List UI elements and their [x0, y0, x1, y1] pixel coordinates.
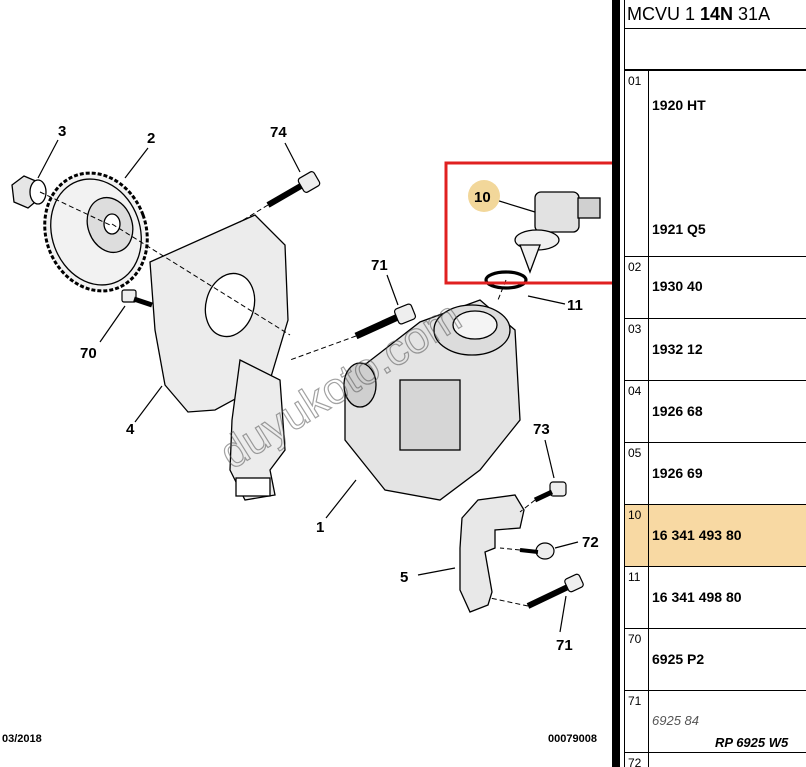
part-ref: 16 341 493 80: [652, 527, 742, 543]
table-row[interactable]: 04 1926 68: [625, 381, 806, 443]
callout-70[interactable]: 70: [80, 345, 97, 362]
highlight-box: [444, 161, 612, 285]
part-ref: 1921 Q5: [652, 221, 706, 237]
callout-4[interactable]: 4: [126, 421, 135, 438]
row-number: 02: [625, 257, 649, 318]
callout-72[interactable]: 72: [582, 534, 599, 551]
callout-circle-10: [468, 180, 500, 212]
table-row-selected[interactable]: 10 16 341 493 80: [625, 505, 806, 567]
callout-71-bottom[interactable]: 71: [556, 637, 573, 654]
row-number: 71: [625, 691, 649, 752]
bolt-71-bottom: [526, 573, 584, 609]
bolt-74: [266, 171, 321, 208]
part-ref: 1926 68: [652, 403, 703, 419]
parts-table: MCVU 1 14N 31A 01 1920 HT 1921 Q5 02 193…: [624, 0, 806, 767]
nut-72: [519, 542, 555, 560]
sprocket-gear: [43, 171, 149, 293]
callout-3[interactable]: 3: [58, 123, 66, 140]
callout-74[interactable]: 74: [270, 124, 287, 141]
part-ref-italic: RP 6925 W5: [715, 735, 789, 750]
table-title: MCVU 1 14N 31A: [625, 0, 806, 29]
row-number: 01: [625, 71, 649, 256]
table-row[interactable]: 01 1920 HT 1921 Q5: [625, 71, 806, 257]
part-ref: 1932 12: [652, 341, 703, 357]
part-ref: 16 341 498 80: [652, 589, 742, 605]
table-row[interactable]: 72: [625, 753, 806, 767]
table-subheader: [625, 29, 806, 71]
table-row[interactable]: 71 6925 84 RP 6925 W5: [625, 691, 806, 753]
row-number: 11: [625, 567, 649, 628]
assembly-lines: [39, 191, 536, 607]
bolt-71-top: [354, 303, 417, 340]
callout-73[interactable]: 73: [533, 421, 550, 438]
row-number: 70: [625, 629, 649, 690]
table-row[interactable]: 11 16 341 498 80: [625, 567, 806, 629]
part-ref: 6925 P2: [652, 651, 705, 667]
table-row[interactable]: 70 6925 P2: [625, 629, 806, 691]
callout-11[interactable]: 11: [567, 297, 583, 314]
support-bracket-5: [459, 494, 525, 613]
table-row[interactable]: 02 1930 40: [625, 257, 806, 319]
footer-date: 03/2018: [2, 733, 42, 745]
row-number: 05: [625, 443, 649, 504]
callout-2[interactable]: 2: [147, 130, 155, 147]
exploded-parts-diagram: 3 2 74 10 71 11 70 4 73 1 72 5 71 duyuko…: [11, 123, 612, 654]
table-row[interactable]: 03 1932 12: [625, 319, 806, 381]
callout-10[interactable]: 10: [474, 189, 491, 206]
table-row[interactable]: 05 1926 69: [625, 443, 806, 505]
footer-code: 00079008: [548, 733, 597, 745]
high-pressure-pump-1: [343, 299, 521, 501]
o-ring-11: [484, 270, 528, 290]
mounting-bracket-4: [149, 214, 289, 501]
part-ref: 1920 HT: [652, 97, 706, 113]
row-number: 03: [625, 319, 649, 380]
part-ref-italic: 6925 84: [652, 713, 699, 728]
column-separator: [612, 0, 620, 767]
nut-3: [11, 175, 47, 209]
callout-71-top[interactable]: 71: [371, 257, 388, 274]
row-number: 04: [625, 381, 649, 442]
row-number: 10: [625, 505, 649, 566]
row-number: 72: [625, 753, 649, 767]
part-ref: 1930 40: [652, 278, 703, 294]
bolt-73: [533, 481, 567, 503]
bolt-70: [121, 289, 153, 308]
solenoid-valve-10: [514, 191, 601, 274]
leader-lines: [37, 139, 579, 633]
part-ref: 1926 69: [652, 465, 703, 481]
callout-5[interactable]: 5: [400, 569, 408, 586]
callout-1[interactable]: 1: [316, 519, 324, 536]
